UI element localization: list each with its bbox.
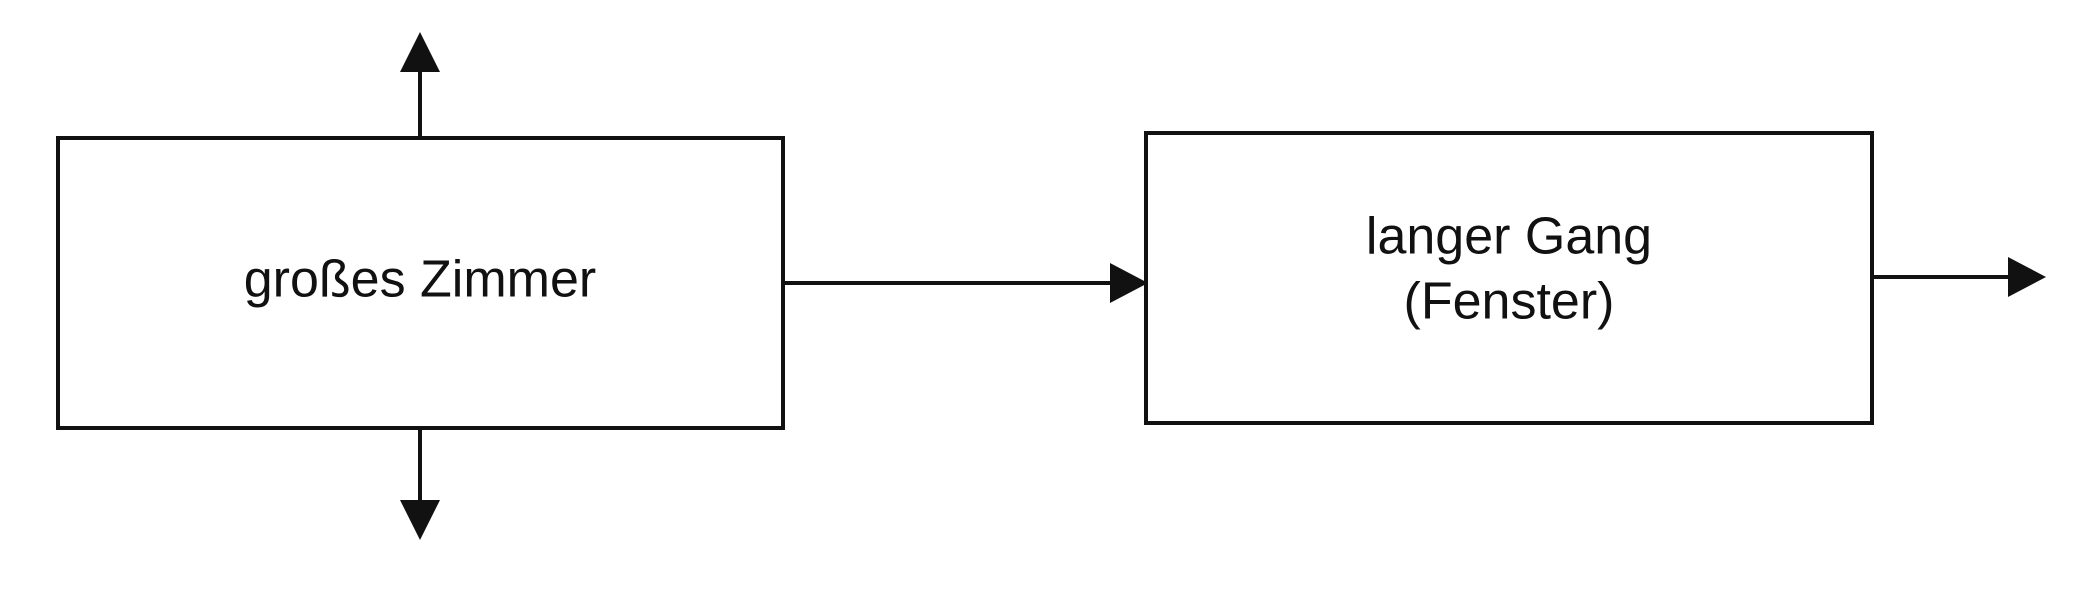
arrow-down-head [400,500,440,540]
arrow-up-from-room [400,32,440,136]
arrow-right-head [2008,257,2046,297]
arrow-room-to-corridor-head [1110,263,1148,303]
node-langer-gang-frame [1144,131,1874,425]
arrow-room-to-corridor [783,263,1148,303]
arrow-up-head [400,32,440,72]
arrow-right-from-corridor [1872,257,2046,297]
node-grosses-zimmer-label: großes Zimmer [244,251,596,309]
node-grosses-zimmer-frame [56,136,785,430]
node-langer-gang: langer Gang (Fenster) [1144,131,1874,425]
node-langer-gang-label-line1: langer Gang [1366,208,1652,266]
node-langer-gang-label-line2: (Fenster) [1404,273,1615,331]
node-grosses-zimmer: großes Zimmer [56,136,785,430]
arrow-down-from-room [400,430,440,540]
